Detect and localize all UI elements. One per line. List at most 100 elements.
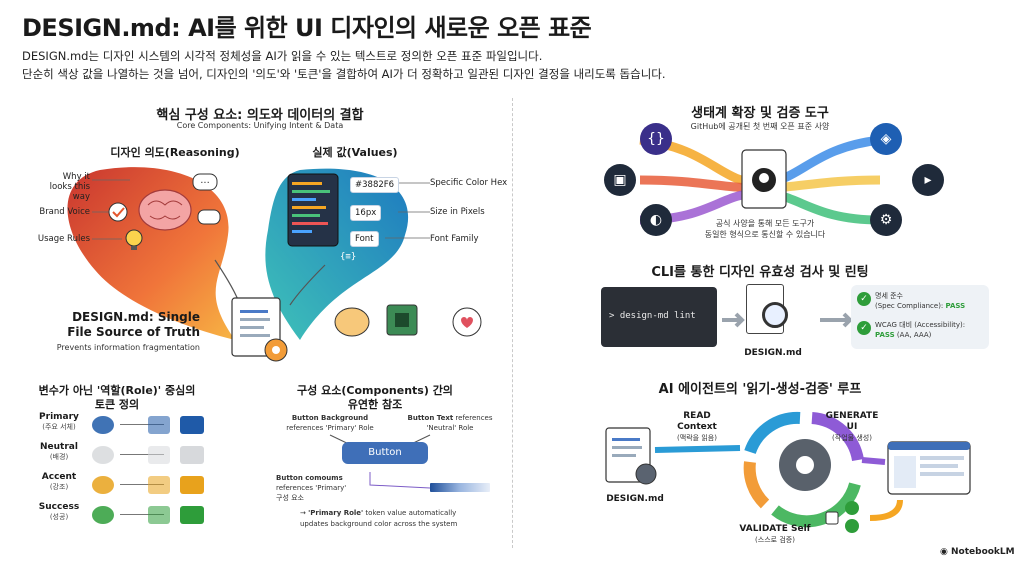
value-token-color: #3882F6 [350,177,400,193]
note-bold: 'Primary Role' [308,509,364,517]
note-rest1: token value automatically [363,509,457,517]
value-token-font: Font [350,231,379,247]
result1-en: (Spec Compliance): [875,302,946,310]
role-label: Primary(주요 서체) [30,412,88,432]
bg-ref-rest: references 'Primary' Role [286,424,374,432]
caption-line1: 공식 사양을 통해 모든 도구가 [715,219,815,228]
role-name: Accent [41,472,77,482]
value-token-size: 16px [350,205,382,221]
figma-tile-icon: ◐ [640,204,672,236]
role-label: Success(성공) [30,502,88,522]
result2-status: PASS [875,331,895,339]
consumes-rest1: references 'Primary' [276,484,347,492]
role-source-swatch [92,506,114,524]
check-circle-icon [108,202,128,222]
roles-title: 변수가 아닌 '역할(Role)' 중심의 토큰 정의 [22,384,212,412]
lint-result-2: WCAG 대비 (Accessibility): PASS (AA, AAA) [875,320,987,340]
consumes-label: Button comoums references 'Primary' 구성 요… [276,473,386,503]
intent-item-usage-rules: Usage Rules [37,234,90,244]
gen-ko: (작업물 생성) [832,434,872,442]
note-arrow-icon: → [300,509,306,517]
text-ref-label: Button Text references 'Neutral' Role [390,413,510,433]
lint-results-panel [851,285,989,349]
text-ref-rest2: 'Neutral' Role [426,424,474,432]
lightbulb-icon [125,229,143,247]
role-row: Primary(주요 서체) [30,412,220,440]
role-name: Neutral [40,442,78,452]
caption-line2: 동일한 형식으로 통신할 수 있습니다 [704,230,826,239]
terminal-command: design-md lint [619,311,696,321]
ecosystem-subtitle: GitHub에 공개된 첫 번째 오픈 표준 사양 [690,122,830,131]
chat-bubble-icon [197,209,221,225]
cli-arrows [722,312,853,328]
auto-update-note: → 'Primary Role' token value automatical… [300,508,510,530]
read-line1: READ [683,411,711,421]
text-ref-rest1: references [453,414,493,422]
sot-title-line2: File Source of Truth [67,325,200,339]
role-target-swatch [180,416,204,434]
page-title: DESIGN.md: AI를 위한 UI 디자인의 새로운 오픈 표준 [22,14,592,42]
role-ko: (성공) [49,513,69,521]
role-arrow-icon [120,424,164,425]
code-braces-icon: {≡} [340,252,357,262]
role-ko: (강조) [49,483,69,491]
terminal-window[interactable]: > design-md lint [601,287,717,347]
role-ko: (주요 서체) [42,423,76,431]
role-arrow-icon [120,484,164,485]
gen-line2: UI [846,422,858,432]
role-name: Success [38,502,80,512]
brand-watermark: ◉ NotebookLM [940,547,1015,557]
read-line2: Context [677,422,717,432]
validate-check-icon-1 [845,501,859,515]
roles-title-line1: 변수가 아닌 '역할(Role)' 중심의 [38,384,196,397]
role-row: Neutral(배경) [30,442,220,470]
generate-label: GENERATE UI (작업물 생성) [812,411,892,444]
sample-button[interactable]: Button [342,442,428,464]
role-source-swatch [92,416,114,434]
bg-ref-label: Button Background references 'Primary' R… [260,413,400,433]
val-line1: VALIDATE Self [739,524,811,534]
sot-subtitle: Prevents information fragmentation [56,343,200,352]
brand-icon: ◉ [940,547,951,557]
lint-file-label: DESIGN.md [744,348,802,358]
value-desc-font: Font Family [430,234,479,244]
sot-title: DESIGN.md: Single File Source of Truth [60,310,200,340]
vscode-tile-icon: ◈ [870,123,902,155]
lint-result-1: 명세 준수 (Spec Compliance): PASS [875,291,987,311]
intro-line-2: 단순히 색상 값을 나열하는 것을 넘어, 디자인의 '의도'와 '토큰'을 결… [22,67,666,81]
intent-title: 디자인 의도(Reasoning) [110,146,240,159]
values-title: 실제 값(Values) [312,146,398,159]
role-source-swatch [92,446,114,464]
role-label: Accent(강조) [30,472,88,492]
components-title: 구성 요소(Components) 간의 유연한 참조 [270,384,480,412]
loop-file-gear-icon [635,463,657,485]
brand-name: NotebookLM [951,547,1015,557]
brain-small-icon [334,307,370,337]
box-tile-icon: ▣ [604,164,636,196]
core-subtitle: Core Components: Unifying Intent & Data [176,121,344,130]
result1-ko: 명세 준수 [875,292,903,300]
read-ko: (맥락을 읽음) [677,434,717,442]
result2-extra: (AA, AAA) [896,331,932,339]
terminal-tile-icon: ▸ [912,164,944,196]
value-desc-size: Size in Pixels [430,207,485,217]
role-row: Success(성공) [30,502,220,530]
intent-item-why: Why it looks this way [49,172,90,202]
role-arrow-icon [120,514,164,515]
intro-line-1: DESIGN.md는 디자인 시스템의 시각적 정체성을 AI가 읽을 수 있는… [22,49,543,63]
components-title-line1: 구성 요소(Components) 간의 [297,384,453,397]
loop-file-label: DESIGN.md [606,494,664,504]
result2-en: WCAG 대비 (Accessibility): [875,321,966,329]
role-mid-swatch [148,416,170,434]
consumes-bold: Button comoums [276,474,343,482]
gen-line1: GENERATE [825,411,879,421]
role-ko: (배경) [49,453,69,461]
lock-icon [825,511,839,525]
svg-text:···: ··· [200,178,210,189]
pass-check-icon-2: ✓ [857,321,871,335]
value-desc-color: Specific Color Hex [430,178,508,188]
role-mid-swatch [148,446,170,464]
text-ref-bold: Button Text [407,414,454,422]
terminal-prompt: > [609,311,615,321]
role-target-swatch [180,446,204,464]
